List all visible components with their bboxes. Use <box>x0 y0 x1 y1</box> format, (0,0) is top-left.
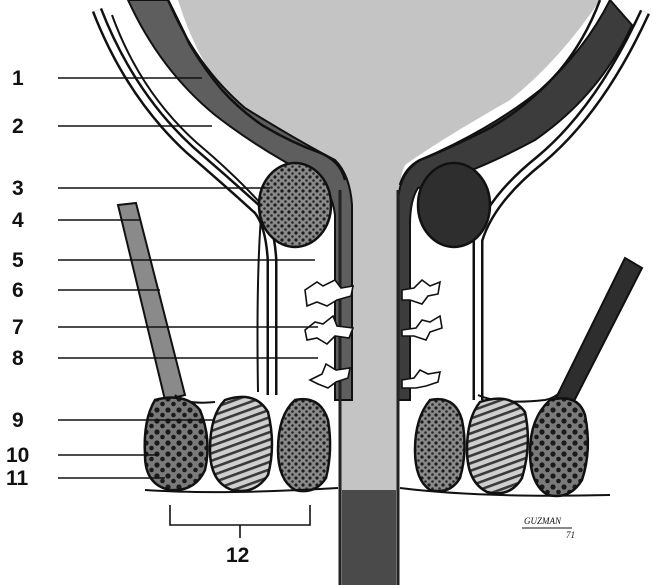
callout-4: 4 <box>12 209 24 232</box>
puborectalis-right <box>418 163 490 247</box>
callout-9: 9 <box>12 409 24 432</box>
callout-1: 1 <box>12 67 24 90</box>
callout-10: 10 <box>6 444 29 467</box>
artist-signature-name: GUZMAN <box>524 516 562 526</box>
callout-11: 11 <box>6 467 29 490</box>
deep-external-sphincter-right <box>530 398 588 496</box>
artist-signature-year: 71 <box>566 530 575 540</box>
anal-glands-left <box>305 280 353 388</box>
anal-canal-lower <box>342 490 396 585</box>
deep-external-sphincter-left <box>145 398 208 491</box>
callout-3: 3 <box>12 177 24 200</box>
right-fascia-band <box>555 258 642 405</box>
superficial-sphincter-right <box>467 399 528 494</box>
superficial-sphincter-left <box>210 397 272 491</box>
callout-2: 2 <box>12 115 24 138</box>
callout-7: 7 <box>12 316 24 339</box>
callout-8: 8 <box>12 347 24 370</box>
callout-12: 12 <box>226 544 249 567</box>
internal-sphincter-right <box>415 399 465 491</box>
callout-6: 6 <box>12 279 24 302</box>
internal-sphincter-left <box>278 399 330 491</box>
puborectalis-left <box>259 163 331 247</box>
left-fascia-band <box>118 203 185 400</box>
callout-5: 5 <box>12 249 24 272</box>
